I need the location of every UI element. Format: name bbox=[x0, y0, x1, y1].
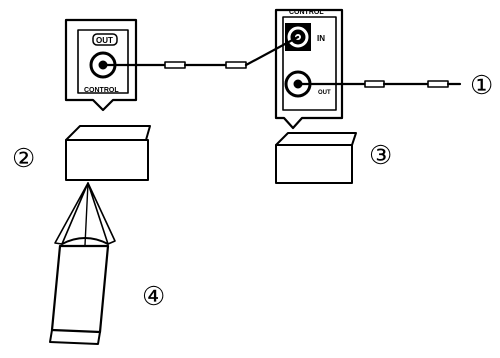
callout-3: ③ bbox=[369, 140, 392, 170]
right-rear-panel bbox=[274, 8, 344, 130]
left-unit-box bbox=[65, 125, 151, 181]
callout-1: ① bbox=[470, 70, 493, 100]
remote-control bbox=[49, 182, 116, 345]
right-out-label: OUT bbox=[318, 90, 331, 96]
right-in-label: IN bbox=[317, 34, 325, 43]
callout-4: ④ bbox=[142, 281, 165, 311]
control-cable bbox=[101, 35, 300, 69]
left-out-label: OUT bbox=[96, 36, 113, 45]
right-control-label: CONTROL bbox=[289, 9, 324, 16]
out-tag bbox=[92, 33, 118, 46]
left-rear-panel bbox=[64, 18, 138, 112]
output-cable bbox=[296, 80, 462, 88]
left-control-label: CONTROL bbox=[84, 87, 119, 94]
callout-2: ② bbox=[12, 143, 35, 173]
right-unit-box bbox=[275, 132, 357, 184]
